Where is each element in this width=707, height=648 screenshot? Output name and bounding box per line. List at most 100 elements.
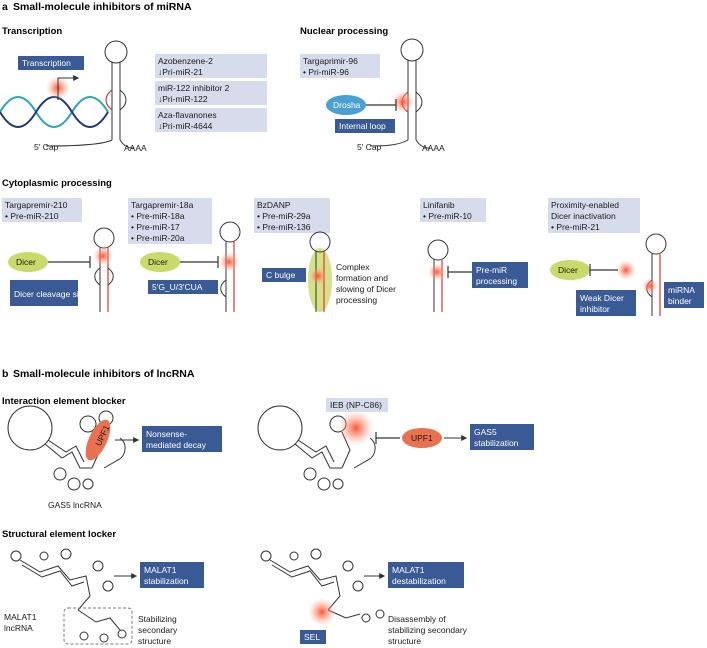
sel-heading: Structural element locker: [2, 529, 116, 540]
weak-inhibitor-label-2: inhibitor: [580, 304, 610, 314]
transcription-label-box: [18, 56, 84, 70]
transcription-arrow: [57, 75, 80, 100]
malat1-lncrna-structure-1: [10, 548, 127, 643]
targapremir-18a-target-3: • Pre-miR-20a: [131, 233, 185, 243]
pre-mirna-hairpin-1: [93, 227, 115, 312]
targapremir-210-name: Targapremir-210: [5, 200, 68, 210]
cleavage-site-box: [10, 280, 78, 306]
nmd-label-2: mediated decay: [146, 440, 207, 450]
pre-mir-processing-label-2: processing: [476, 276, 517, 286]
motif-box: [148, 280, 218, 294]
dna-strand-2: [0, 96, 109, 128]
dicer-label-2: Dicer: [148, 257, 168, 267]
stabilizing-note-2: secondary: [138, 625, 178, 635]
targapremir-18a-target-2: • Pre-miR-17: [131, 222, 180, 232]
bzdanp-box: [254, 198, 330, 233]
ieb-heading: Interaction element blocker: [2, 396, 126, 407]
nmd-label-1: Nonsense-: [146, 429, 187, 439]
linifanib-item: Linifanib • Pre-miR-10 Pre-miR processin…: [420, 198, 528, 312]
targapremir-18a-name: Targapremir-18a: [131, 200, 194, 210]
gas5-stabilization-label-2: stabilization: [474, 438, 519, 448]
pre-mir-processing-label-1: Pre-miR: [476, 265, 507, 275]
internal-loop-label: Internal loop: [339, 121, 386, 131]
bzdanp-target-1: • Pre-miR-29a: [257, 211, 311, 221]
pri-mirna-hairpin-1: [45, 40, 135, 149]
weak-inhibitor-label-1: Weak Dicer: [580, 293, 624, 303]
mirna-binder-label-2: binder: [668, 296, 692, 306]
proximity-dicer-box: [548, 198, 640, 233]
mirna-binder-box: [664, 282, 704, 308]
linifanib-box: [420, 198, 486, 222]
proximity-dicer-item: Proximity-enabled Dicer inactivation • P…: [548, 198, 704, 316]
ieb-compound-box: [326, 398, 388, 412]
transcription-cap-label: 5′ Cap: [34, 142, 59, 152]
internal-loop-glow: [392, 91, 414, 113]
panel-b-letter: b: [2, 368, 8, 380]
drosha-label: Drosha: [333, 100, 361, 110]
bzdanp-name: BzDANP: [257, 200, 291, 210]
bzdanp-note-4: processing: [336, 295, 377, 305]
internal-loop-box: [335, 119, 395, 133]
drosha-enzyme: [326, 95, 366, 115]
proximity-dicer-target: • Pre-miR-21: [551, 222, 600, 232]
pre-mir-processing-box: [472, 262, 528, 288]
mir122-inhibitor-name: miR-122 inhibitor 2: [158, 83, 230, 93]
nuclear-heading: Nuclear processing: [300, 26, 388, 37]
targapremir-18a-target-1: • Pre-miR-18a: [131, 211, 185, 221]
bzdanp-note-3: slowing of Dicer: [336, 284, 396, 294]
aza-flavanones-target: ↓Pri-miR-4644: [158, 121, 213, 131]
aza-flavanones-name: Aza-flavanones: [158, 110, 217, 120]
malat1-stabilization-box: [140, 562, 204, 588]
targaprimir-96-name: Targaprimir-96: [303, 56, 358, 66]
nuclear-section: Nuclear processing Targaprimir-96 • Pri-…: [300, 26, 445, 153]
malat1-destabilization-label-1: MALAT1: [392, 565, 425, 575]
dicer-label-1: Dicer: [16, 257, 36, 267]
targapremir-210-target: • Pre-miR-210: [5, 211, 59, 221]
gas5-lncrna-structure-2: [257, 405, 376, 491]
bzdanp-target-2: • Pre-miR-136: [257, 222, 311, 232]
dna-strand-1: [0, 96, 109, 128]
c-bulge-label: C bulge: [266, 270, 296, 280]
ieb-compound-label: IEB (NP-C86): [330, 400, 382, 410]
cytoplasmic-heading: Cytoplasmic processing: [2, 178, 112, 189]
weak-inhibitor-glow: [616, 260, 636, 280]
mir122-inhibitor-box: [155, 81, 267, 105]
transcription-tail-label: AAAA: [124, 143, 147, 153]
gas5-stabilization-label-1: GAS5: [474, 427, 497, 437]
motif-label: 5′G_U/3′CUA: [152, 282, 203, 292]
malat1-stabilization-label-1: MALAT1: [144, 565, 177, 575]
targaprimir-96-box: [300, 54, 380, 78]
ieb-glow: [338, 410, 374, 446]
upf1-label-2: UPF1: [411, 433, 433, 443]
binder-glow: [642, 278, 658, 294]
pri-mirna-hairpin-2: [369, 38, 431, 149]
aza-flavanones-box: [155, 108, 267, 132]
panel-a-title: Small-molecule inhibitors of miRNA: [13, 1, 192, 13]
disassembly-note-2: stabilizing secondary: [388, 625, 468, 635]
malat1-stabilization-label-2: stabilization: [144, 576, 189, 586]
mir122-inhibitor-target: ↓Pri-miR-122: [158, 94, 208, 104]
pre-mirna-hairpin-5: [645, 233, 667, 316]
targapremir-210-item: Targapremir-210 • Pre-miR-210 Dicer Dice…: [2, 198, 115, 312]
nuclear-tail-label: AAAA: [422, 143, 445, 153]
stabilizing-note-1: Stabilizing: [138, 614, 177, 624]
linifanib-glow: [428, 263, 446, 281]
proximity-dicer-name-2: Dicer inactivation: [551, 211, 616, 221]
upf1-protein-2: [402, 428, 442, 448]
disassembly-note-3: structure: [388, 636, 421, 646]
dicer-enzyme-3: [550, 260, 590, 280]
proximity-dicer-name-1: Proximity-enabled: [551, 200, 619, 210]
malat1-lncrna-label-2: lncRNA: [4, 623, 33, 633]
mirna-binder-label-1: miRNA: [668, 285, 695, 295]
c-bulge-glow: [309, 267, 327, 285]
disassembly-note-1: Disassembly of: [388, 614, 446, 624]
transcription-label: Transcription: [22, 58, 71, 68]
cleavage-glow: [93, 246, 113, 266]
gas5-lncrna-structure-1: [7, 405, 126, 491]
linifanib-name: Linifanib: [423, 200, 455, 210]
bzdanp-note-1: Complex: [336, 262, 370, 272]
c-bulge-box: [262, 268, 306, 282]
gas5-stabilization-box: [470, 424, 534, 450]
targapremir-18a-item: Targapremir-18a • Pre-miR-18a • Pre-miR-…: [128, 198, 241, 312]
